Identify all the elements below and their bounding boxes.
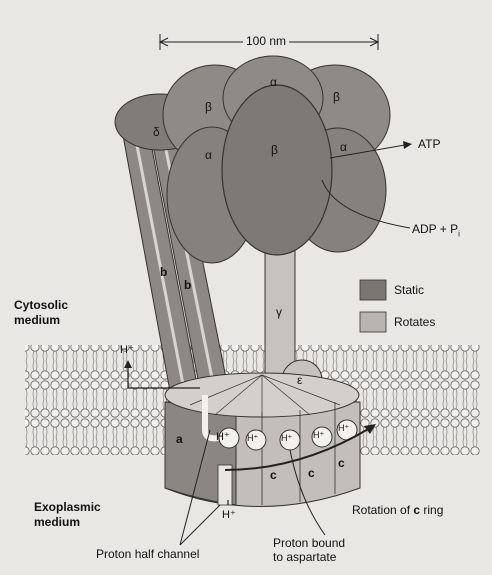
c-label-2: c	[308, 466, 315, 480]
alpha-label-right: α	[340, 140, 347, 154]
half-channel-pointer-1	[180, 505, 220, 545]
adp-pi-label: ADP + Pi	[412, 222, 460, 238]
aspartate-label: Proton bound to aspartate	[273, 536, 345, 564]
legend-rotates-label: Rotates	[394, 315, 435, 329]
rotation-label: Rotation of c ring	[352, 503, 443, 517]
b-label-right: b	[184, 278, 191, 292]
c-label-3: c	[338, 456, 345, 470]
cytosolic-label: Cytosolic medium	[14, 298, 68, 328]
alpha-label-back: α	[270, 75, 277, 89]
proton-circle-label-3: H⁺	[281, 433, 292, 444]
exoplasmic-label: Exoplasmic medium	[34, 500, 101, 530]
beta-label-back-left: β	[205, 100, 212, 114]
epsilon-label: ε	[297, 373, 302, 387]
delta-label: δ	[153, 125, 160, 139]
proton-circle-label-4: H⁺	[313, 430, 324, 441]
beta-label-back-right: β	[333, 90, 340, 104]
c-label-1: c	[270, 468, 277, 482]
atp-label: ATP	[418, 137, 440, 151]
proton-circle-label-2: H⁺	[247, 433, 258, 444]
legend-swatch-static	[360, 280, 386, 300]
scale-label: 100 nm	[243, 34, 289, 48]
half-channel-label: Proton half channel	[96, 547, 199, 561]
alpha-label-left: α	[205, 148, 212, 162]
beta-subunit-front	[222, 85, 332, 255]
proton-entry-label: H⁺	[120, 343, 134, 356]
legend-swatch-rotates	[360, 312, 386, 332]
legend-static-label: Static	[394, 283, 424, 297]
proton-circle-label-5: H⁺	[338, 423, 349, 434]
beta-label-front: β	[271, 143, 278, 157]
gamma-label: γ	[276, 305, 282, 319]
a-label: a	[176, 432, 183, 446]
proton-channel-label: H⁺	[216, 430, 230, 443]
proton-exit-label: H⁺	[222, 508, 236, 521]
b-label-left: b	[160, 265, 167, 279]
